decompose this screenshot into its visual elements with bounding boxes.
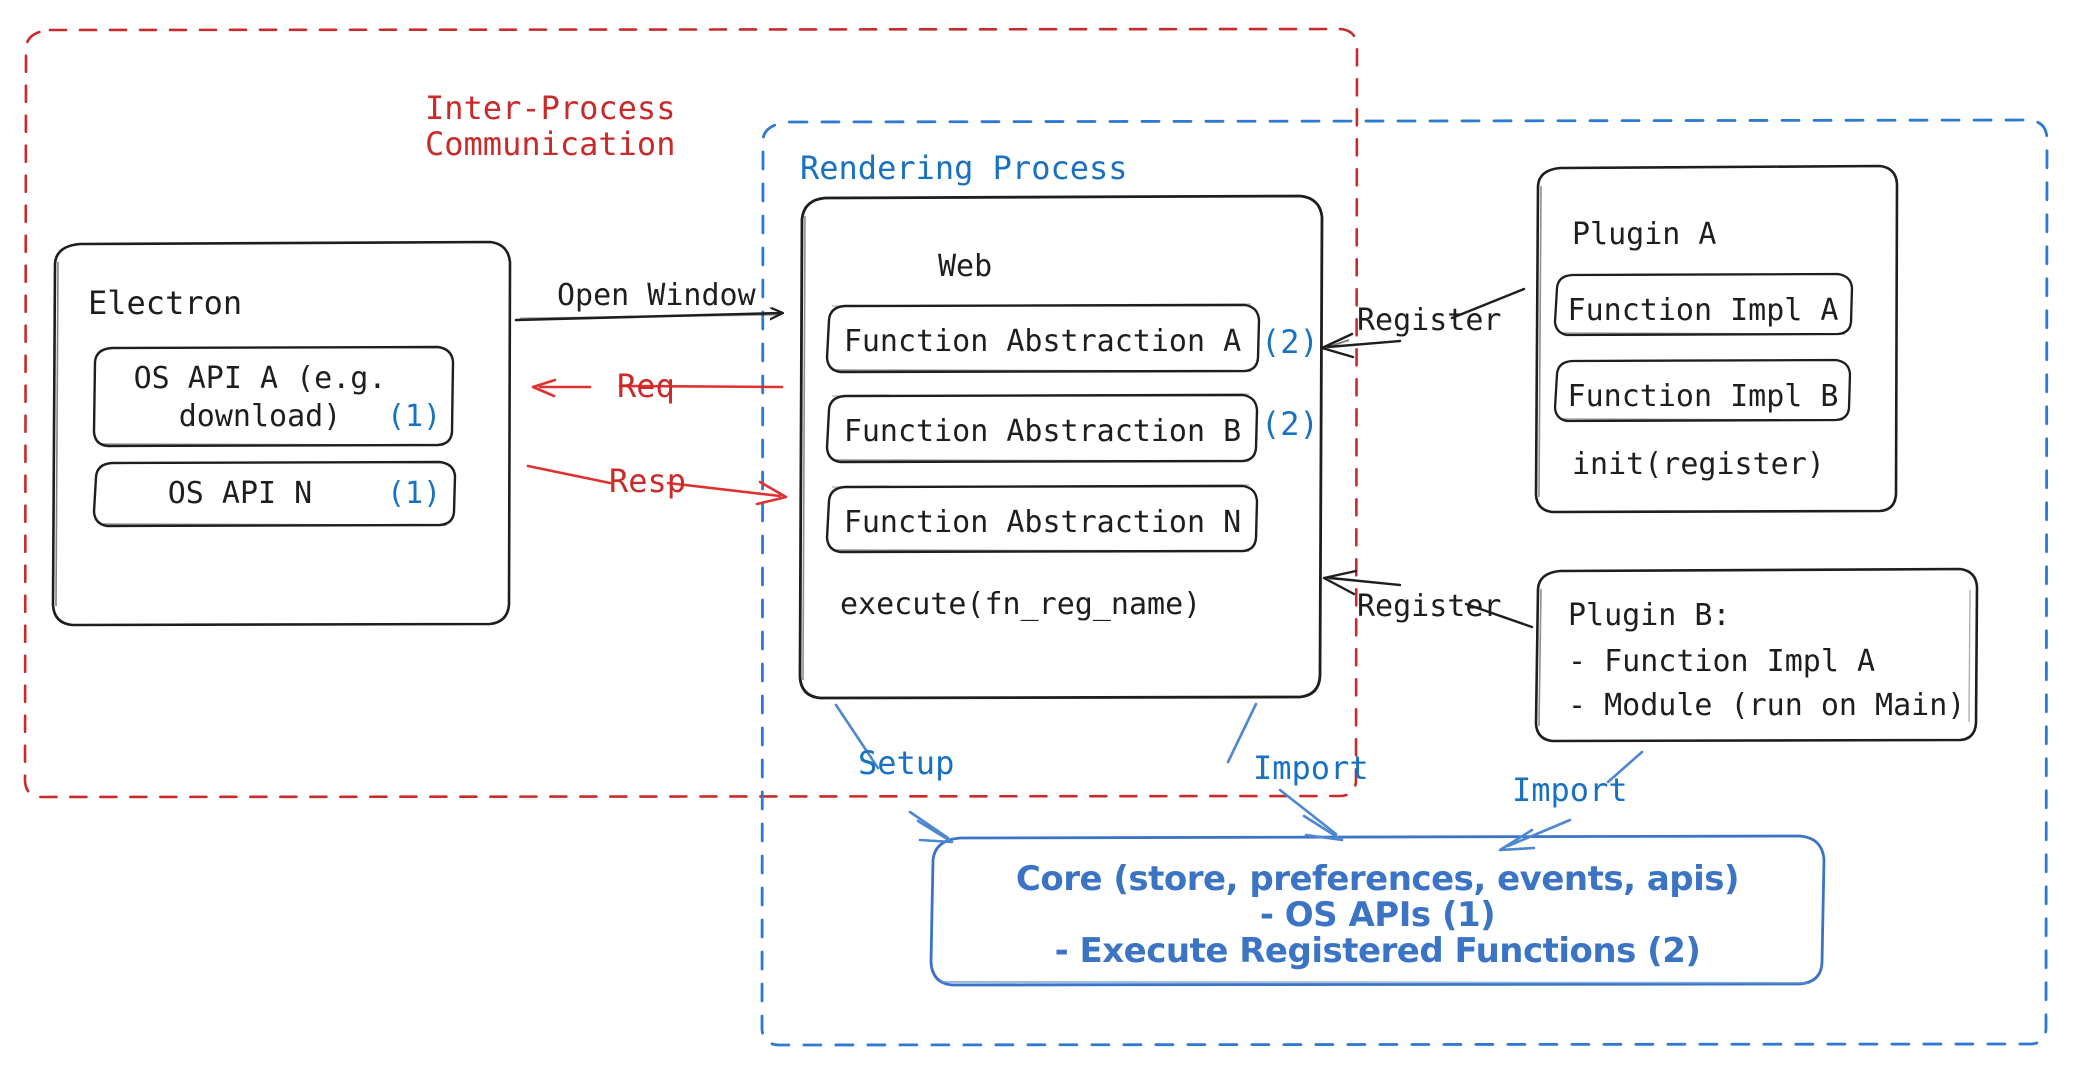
core-line3: - Execute Registered Functions (2) bbox=[1054, 931, 1701, 971]
rendering-process-boundary bbox=[760, 118, 2049, 1047]
arrow-req bbox=[531, 378, 784, 398]
os-api-a-label-line2: download) bbox=[178, 399, 342, 434]
function-abstraction-a-marker: (2) bbox=[1261, 323, 1319, 361]
arrow-setup bbox=[834, 703, 954, 844]
arrow-resp-label: Resp bbox=[609, 462, 687, 500]
electron-title: Electron bbox=[88, 284, 243, 322]
arrow-import-web bbox=[1226, 702, 1344, 842]
arrow-register-plugin-b-label: Register bbox=[1357, 589, 1502, 624]
plugin-b-box bbox=[1534, 567, 1979, 743]
arrow-import-plugin-b-label: Import bbox=[1512, 771, 1628, 809]
arrow-resp bbox=[526, 464, 788, 506]
core-line2: - OS APIs (1) bbox=[1259, 895, 1496, 935]
plugin-b-item-1: - Module (run on Main) bbox=[1568, 688, 1966, 723]
os-api-n-box bbox=[92, 460, 457, 528]
function-impl-a-label: Function Impl A bbox=[1567, 293, 1839, 328]
function-abstraction-b-label: Function Abstraction B bbox=[843, 414, 1242, 449]
core-line1: Core (store, preferences, events, apis) bbox=[1015, 859, 1740, 899]
os-api-n-marker: (1) bbox=[387, 476, 442, 511]
core-box bbox=[929, 834, 1826, 987]
os-api-a-box bbox=[92, 345, 455, 448]
function-abstraction-b-box bbox=[825, 393, 1259, 464]
function-abstraction-a-label: Function Abstraction A bbox=[843, 324, 1242, 359]
web-title: Web bbox=[938, 249, 993, 284]
function-abstraction-b-marker: (2) bbox=[1261, 405, 1319, 443]
arrow-register-plugin-a-label: Register bbox=[1357, 303, 1502, 338]
arrow-req-label: Req bbox=[617, 367, 675, 405]
plugin-b-title: Plugin B: bbox=[1568, 598, 1731, 633]
web-execute-label: execute(fn_reg_name) bbox=[840, 587, 1202, 622]
os-api-a-marker: (1) bbox=[387, 399, 442, 434]
plugin-a-title: Plugin A bbox=[1572, 217, 1717, 252]
arrow-import-web-label: Import bbox=[1253, 749, 1369, 787]
os-api-a-label-line1: OS API A (e.g. bbox=[133, 361, 387, 396]
plugin-b-item-0: - Function Impl A bbox=[1568, 644, 1876, 679]
ipc-group-label-line2: Communication bbox=[425, 125, 676, 163]
arrow-import-plugin-b bbox=[1498, 750, 1644, 852]
arrow-register-plugin-b bbox=[1322, 569, 1534, 629]
rendering-process-label: Rendering Process bbox=[800, 149, 1128, 187]
function-impl-b-box bbox=[1553, 358, 1852, 423]
plugin-a-box bbox=[1534, 164, 1899, 514]
ipc-group-label-line1: Inter-Process bbox=[425, 89, 676, 127]
function-abstraction-n-label: Function Abstraction N bbox=[843, 505, 1242, 540]
ipc-boundary bbox=[23, 27, 1359, 799]
function-abstraction-a-box bbox=[825, 303, 1261, 374]
arrow-open-window bbox=[514, 313, 782, 322]
function-impl-b-label: Function Impl B bbox=[1567, 379, 1839, 414]
os-api-n-label: OS API N bbox=[167, 476, 313, 511]
arrow-open-window-label: Open Window bbox=[557, 278, 756, 313]
function-abstraction-n-box bbox=[825, 484, 1259, 554]
arrow-setup-label: Setup bbox=[858, 744, 955, 782]
arrow-register-plugin-a bbox=[1320, 287, 1526, 359]
plugin-a-init-label: init(register) bbox=[1572, 447, 1825, 482]
function-impl-a-box bbox=[1553, 272, 1854, 337]
